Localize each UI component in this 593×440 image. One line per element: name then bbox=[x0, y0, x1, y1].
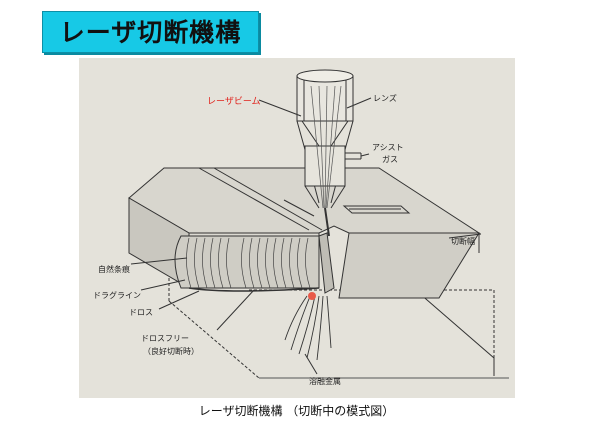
laser-cutting-diagram: レーザビーム レンズ アシスト ガス 切断幅 自然条痕 ドラグライン ドロス ド… bbox=[79, 58, 515, 398]
leader-kerf-width bbox=[448, 233, 482, 239]
figure-caption: レーザ切断機構 （切断中の模式図） bbox=[198, 404, 395, 418]
laser-head bbox=[296, 69, 362, 209]
kerf-line-b bbox=[213, 167, 323, 231]
leader-striations bbox=[130, 257, 188, 265]
label-laser-beam: レーザビーム bbox=[207, 96, 261, 107]
dross-band bbox=[188, 287, 320, 292]
label-dross-free-2: （良好切断時） bbox=[143, 346, 199, 356]
leader-assist-gas bbox=[360, 153, 370, 157]
molten-metal-ejection bbox=[284, 293, 332, 361]
slide-title: レーザ切断機構 bbox=[42, 11, 259, 53]
label-lens: レンズ bbox=[373, 93, 397, 103]
beam-rays bbox=[310, 85, 342, 209]
leader-lens bbox=[346, 97, 372, 109]
label-drag-line: ドラグライン bbox=[93, 290, 141, 300]
leader-molten-metal bbox=[304, 353, 318, 375]
label-dross: ドロス bbox=[129, 308, 153, 317]
flow-arrow bbox=[283, 199, 315, 217]
label-assist-gas-2: ガス bbox=[382, 154, 398, 164]
label-dross-free-1: ドロスフリー bbox=[141, 334, 189, 343]
label-natural-striations: 自然条痕 bbox=[98, 264, 130, 274]
leader-laser-beam bbox=[258, 99, 302, 117]
label-assist-gas-1: アシスト bbox=[372, 143, 404, 152]
label-molten-metal: 溶融金属 bbox=[309, 376, 341, 386]
workpiece-right-face bbox=[338, 232, 480, 299]
kerf-line-a bbox=[198, 167, 310, 231]
leader-dross-free bbox=[216, 289, 255, 331]
leader-dross bbox=[158, 290, 200, 310]
beam-focus bbox=[324, 207, 330, 237]
label-kerf-width: 切断幅 bbox=[451, 236, 475, 246]
kerf-groove bbox=[318, 232, 335, 294]
leader-drag-line bbox=[140, 279, 186, 291]
base-block-edge bbox=[418, 292, 495, 376]
striations bbox=[186, 237, 311, 289]
melt-spot bbox=[308, 292, 316, 300]
diagram-svg: レーザビーム レンズ アシスト ガス 切断幅 自然条痕 ドラグライン ドロス ド… bbox=[79, 58, 515, 398]
